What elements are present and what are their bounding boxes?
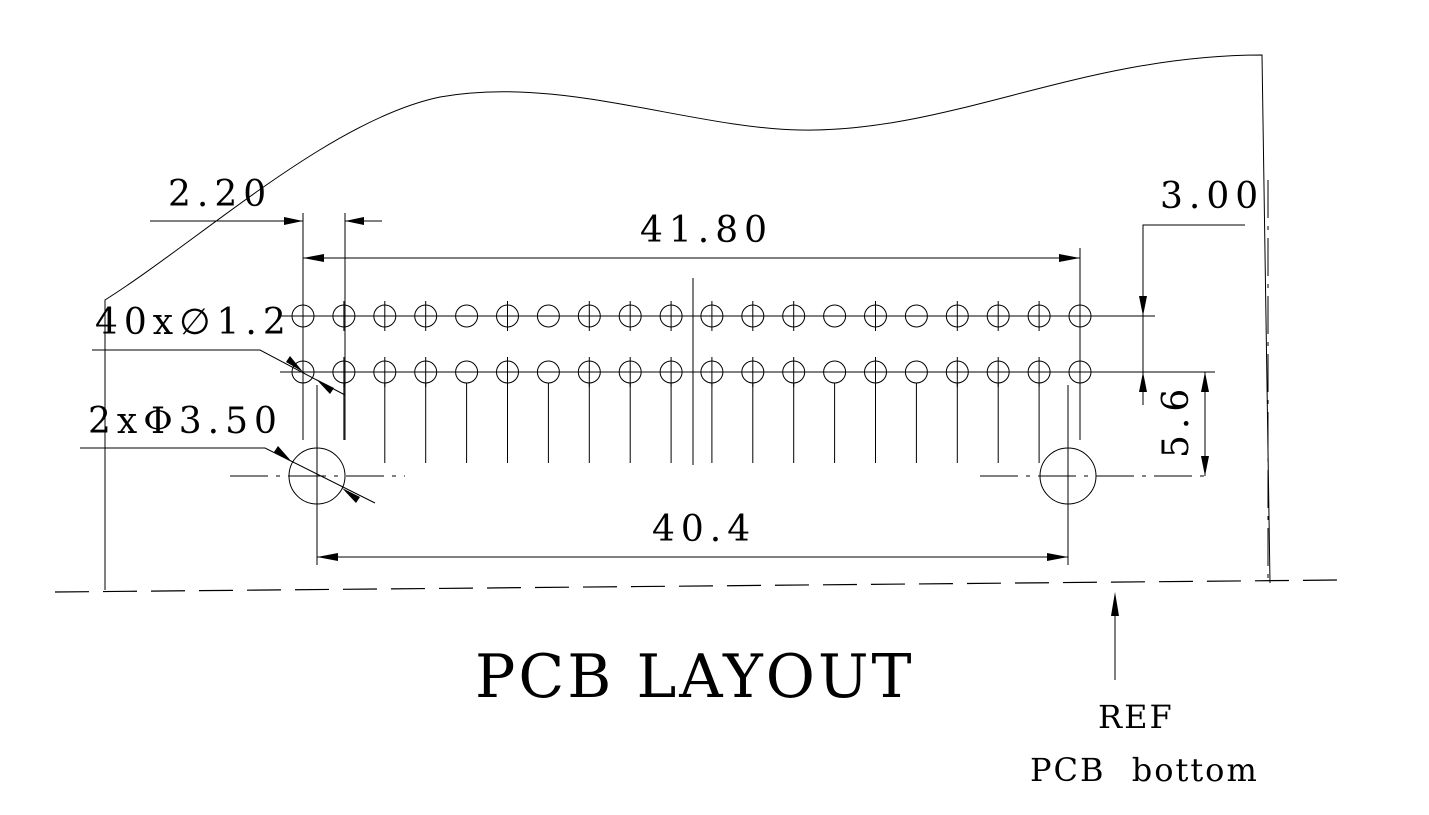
pin-span-arrow-left [303, 254, 324, 262]
mount-hole-leader-arrow [274, 446, 292, 462]
pin-span-label: 41.80 [640, 210, 773, 251]
mount-hole-leader [80, 447, 376, 504]
edge-offset-leader [1142, 224, 1245, 405]
pin-hole-leader [92, 349, 346, 396]
ref-pcb-bottom-label: PCB bottom [1030, 751, 1259, 789]
ref-label: REF [1098, 698, 1174, 736]
pcb-edge-line [54, 579, 1341, 593]
pin-hole-array [291, 301, 1092, 463]
row-mount-arrow-top [1201, 372, 1209, 392]
mount-hole-leader-arrow2 [342, 488, 360, 503]
pitch-label: 2.20 [168, 174, 272, 215]
mount-span-label: 40.4 [652, 509, 756, 550]
pin-hole-leader-arrow [286, 356, 303, 372]
ref-arrow-head [1111, 592, 1119, 616]
pitch-arrow-left [284, 217, 303, 225]
edge-offset-arrow-down [1139, 296, 1147, 316]
edge-offset-label: 3.00 [1160, 176, 1264, 217]
drawing-title: PCB LAYOUT [475, 642, 915, 712]
pin-hole-leader-arrow2 [316, 379, 334, 394]
row-mount-label: 5.6 [1156, 383, 1197, 458]
pitch-arrow-right [345, 217, 364, 225]
mount-span-arrow-right [1047, 553, 1068, 561]
board-outline [104, 54, 1271, 590]
pin-span-arrow-right [1059, 254, 1080, 262]
edge-offset-arrow-up [1139, 372, 1147, 392]
row-mount-arrow-bottom [1201, 456, 1209, 476]
mount-holes-label: 2xΦ3.50 [88, 401, 283, 442]
mount-span-arrow-left [317, 553, 338, 561]
pin-holes-label: 40x∅1.2 [95, 302, 292, 343]
